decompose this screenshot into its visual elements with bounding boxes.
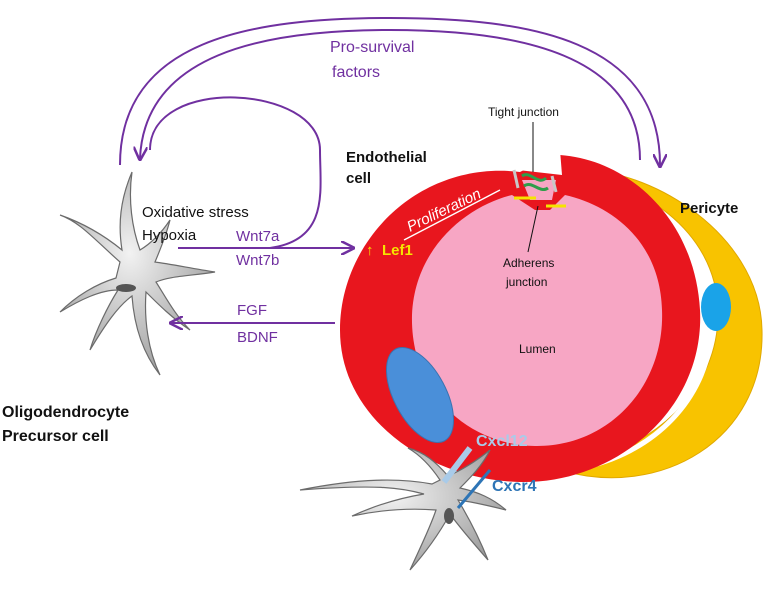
fgf-label: FGF — [237, 302, 267, 319]
tight-junction-symbol — [512, 169, 558, 193]
opc-cell — [59, 171, 216, 376]
pro-survival-arrow-outer — [119, 16, 660, 165]
pericyte-nucleus — [701, 283, 731, 331]
oxidative-stress-label: Oxidative stress — [142, 204, 249, 221]
lumen — [411, 195, 663, 447]
endothelial-label-2: cell — [346, 170, 371, 187]
lef1-arrow-icon: ↑ — [366, 242, 374, 259]
adherens-label-2: junction — [505, 275, 547, 289]
arrows — [119, 16, 660, 323]
pericyte-label: Pericyte — [680, 200, 738, 217]
lumen-label: Lumen — [519, 342, 556, 356]
pro-survival-label-1: Pro-survival — [330, 39, 414, 56]
wnt7a-label: Wnt7a — [236, 228, 280, 245]
pro-survival-arrow-inner — [140, 28, 641, 160]
cxcl12-label: Cxcl12 — [476, 433, 528, 450]
adherens-junction-symbol — [514, 196, 566, 208]
wnt7b-label: Wnt7b — [236, 252, 279, 269]
cxcr4-label: Cxcr4 — [492, 478, 537, 495]
bottom-cell — [299, 447, 507, 571]
opc-label-1: Oligodendrocyte — [2, 404, 129, 421]
bottom-cell-nucleus — [444, 508, 454, 524]
endothelial-nucleus — [385, 346, 455, 444]
hypoxia-label: Hypoxia — [142, 227, 197, 244]
lef1-label: Lef1 — [382, 242, 413, 259]
adherens-label-1: Adherens — [503, 256, 554, 270]
endothelial-label-1: Endothelial — [346, 149, 427, 166]
pro-survival-label-2: factors — [332, 64, 380, 81]
cxcl12-ligand — [441, 446, 473, 484]
cxcr4-receptor — [456, 469, 492, 509]
tight-junction-label: Tight junction — [488, 105, 559, 119]
opc-label-2: Precursor cell — [2, 428, 109, 445]
proliferation-underline — [403, 189, 501, 241]
opc-nucleus — [116, 284, 136, 292]
wnt-loop-arrow — [149, 96, 322, 249]
bdnf-label: BDNF — [237, 329, 278, 346]
adherens-junction-pointer — [527, 205, 539, 253]
